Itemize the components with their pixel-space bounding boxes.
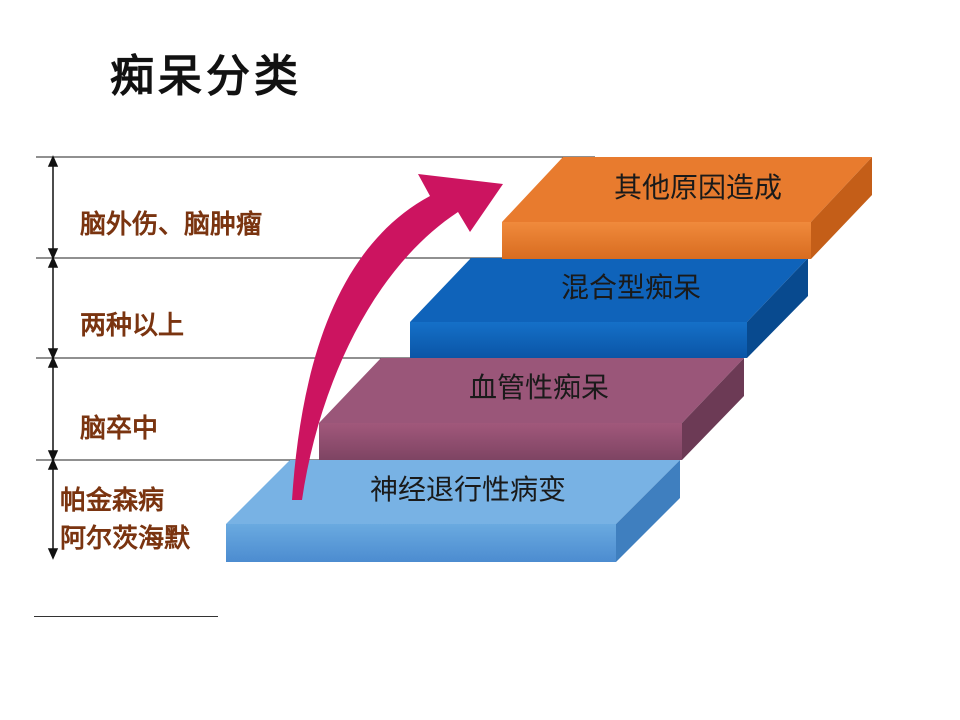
side-label-parkinson: 帕金森病	[60, 486, 165, 516]
step-label-mixed: 混合型痴呆	[561, 271, 702, 304]
side-label-trauma-tumor: 脑外伤、脑肿瘤	[80, 210, 263, 240]
curved-up-arrow	[292, 174, 503, 500]
step-neurodegenerative	[226, 460, 680, 562]
step-label-vascular: 血管性痴呆	[469, 371, 610, 404]
step-mixed	[410, 258, 808, 358]
side-label-alzheimer: 阿尔茨海默	[60, 524, 191, 554]
step-label-other: 其他原因造成	[614, 171, 783, 204]
side-label-parkinson-alzheimer: 帕金森病 阿尔茨海默	[60, 482, 190, 558]
slide-title: 痴呆分类	[110, 51, 302, 102]
side-label-two-or-more: 两种以上	[80, 311, 185, 341]
level-bracket	[36, 156, 595, 461]
footnote-divider	[34, 616, 218, 617]
step-other	[502, 157, 872, 259]
vertical-arrows	[47, 155, 59, 560]
step-vascular	[319, 358, 744, 460]
side-label-stroke: 脑卒中	[80, 414, 159, 444]
step-label-neurodegenerative: 神经退行性病变	[370, 473, 567, 506]
